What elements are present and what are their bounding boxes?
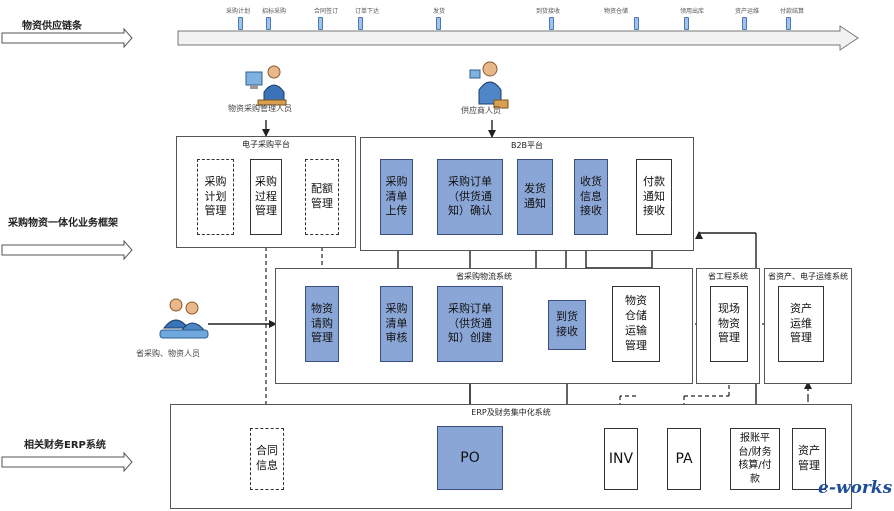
timeline-label: 物资仓储: [604, 8, 629, 15]
box-contract-info[interactable]: 合同 信息: [250, 428, 284, 490]
timeline-label: 招标采购: [262, 8, 287, 15]
box-purchase-plan[interactable]: 采购 计划 管理: [197, 159, 234, 235]
frame-title: 电子采购平台: [242, 140, 290, 149]
box-inv[interactable]: INV: [604, 428, 638, 490]
box-order-create[interactable]: 采购订单 （供货通 知）创建: [437, 286, 503, 362]
people-at-desk-icon: [159, 298, 209, 339]
frame-title: ERP及财务集中化系统: [471, 408, 551, 417]
box-list-review[interactable]: 采购 清单 审核: [380, 286, 413, 362]
box-purchase-process[interactable]: 采购 过程 管理: [250, 159, 282, 235]
lane-label-supply: 物资供应链条: [22, 21, 82, 32]
box-payment-notice[interactable]: 付款 通知 接收: [636, 159, 672, 235]
person-label-province-staff: 省采购、物资人员: [136, 349, 200, 358]
person-with-device-icon: [469, 61, 509, 109]
timeline-label: 合同签订: [314, 8, 339, 15]
timeline-label: 资产运维: [735, 8, 760, 15]
timeline-label: 订单下达: [355, 8, 380, 15]
frame-title: 省工程系统: [708, 272, 748, 281]
box-ship-notice[interactable]: 发货 通知: [517, 159, 553, 235]
eworks-logo: e-works: [818, 478, 893, 498]
box-order-confirm[interactable]: 采购订单 （供货通 知）确认: [437, 159, 503, 235]
lane-label-erp: 相关财务ERP系统: [24, 440, 106, 451]
timeline-marker: [266, 17, 271, 30]
timeline-label: 采购计划: [226, 8, 251, 15]
box-material-request[interactable]: 物资 请购 管理: [305, 286, 339, 362]
timeline-marker: [318, 17, 323, 30]
timeline-label: 发货: [433, 8, 446, 15]
timeline-marker: [549, 17, 554, 30]
timeline-label: 到货接收: [536, 8, 561, 15]
frame-title: 省资产、电子运维系统: [768, 272, 848, 281]
box-asset-mgmt[interactable]: 资产 管理: [792, 428, 826, 490]
box-site-material[interactable]: 现场 物资 管理: [710, 286, 748, 362]
box-reimbursement[interactable]: 报账平 台/财务 核算/付 款: [730, 428, 780, 490]
box-receipt-info[interactable]: 收货 信息 接收: [574, 159, 608, 235]
person-at-computer-icon: [245, 65, 287, 106]
timeline-label: 付款结算: [780, 8, 805, 15]
box-pa[interactable]: PA: [667, 428, 701, 490]
frame-title: 省采购物流系统: [456, 272, 512, 281]
timeline-marker: [358, 17, 363, 30]
timeline-marker: [684, 17, 689, 30]
box-asset-ops[interactable]: 资产 运维 管理: [778, 286, 824, 362]
timeline-marker: [742, 17, 747, 30]
box-quota[interactable]: 配额 管理: [305, 159, 339, 235]
timeline-marker: [436, 17, 441, 30]
timeline-arrow: [177, 25, 859, 51]
frame-title: B2B平台: [510, 141, 544, 150]
timeline-marker: [786, 17, 791, 30]
lane-label-procurement: 采购物资一体化业务框架: [8, 218, 118, 229]
box-warehouse[interactable]: 物资 仓储 运输 管理: [612, 286, 660, 362]
timeline-label: 领用出库: [680, 8, 705, 15]
timeline-marker: [634, 17, 639, 30]
person-label-buyer: 物资采购管理人员: [228, 104, 292, 113]
person-label-supplier: 供应商人员: [461, 106, 501, 115]
box-list-upload[interactable]: 采购 清单 上传: [380, 159, 413, 235]
box-po[interactable]: PO: [437, 426, 503, 490]
lane-arrows: [1, 27, 133, 473]
box-arrival[interactable]: 到货 接收: [548, 300, 586, 350]
timeline-marker: [238, 17, 243, 30]
